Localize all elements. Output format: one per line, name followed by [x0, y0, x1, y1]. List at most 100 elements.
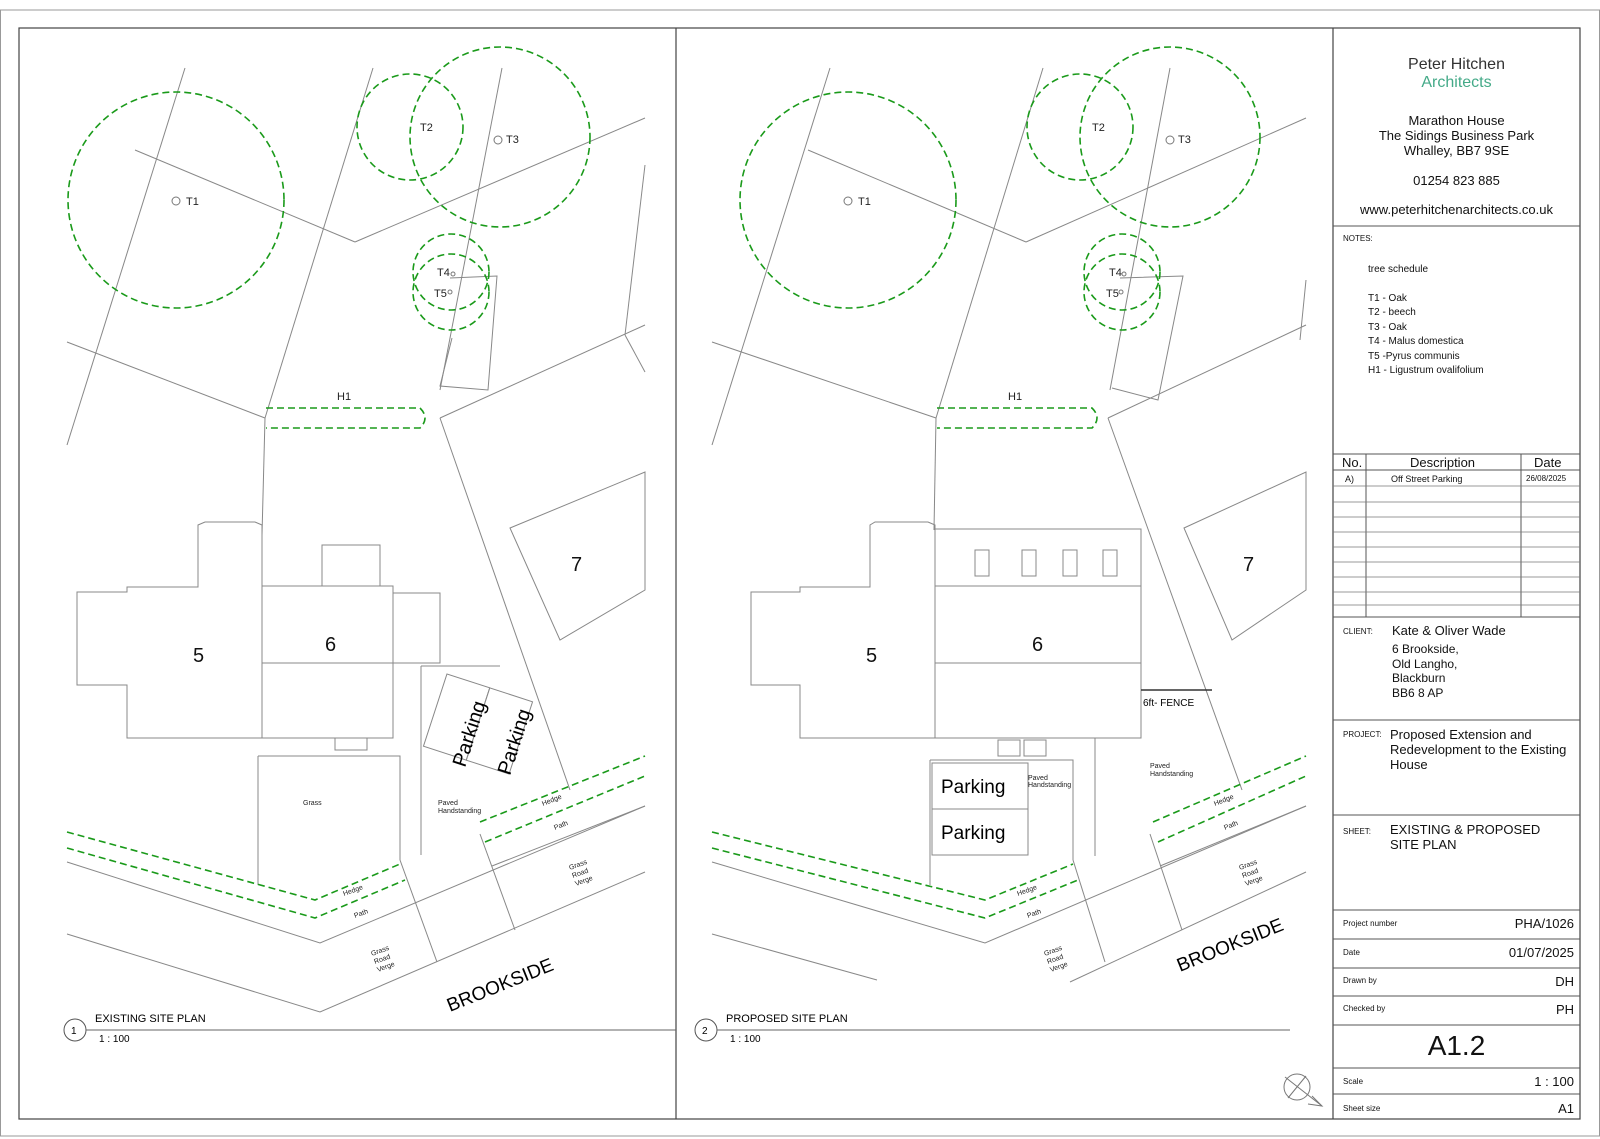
path-label: Path [553, 820, 569, 832]
tree-label-t1: T1 [858, 196, 871, 208]
plan-title: PROPOSED SITE PLAN [726, 1013, 848, 1025]
sheet-size-value: A1 [1558, 1101, 1574, 1116]
tree-label-t2: T2 [420, 122, 433, 134]
fence-label: 6ft- FENCE [1143, 698, 1194, 709]
tree-schedule-item: H1 - Ligustrum ovalifolium [1368, 365, 1484, 376]
project-label: PROJECT: [1343, 730, 1382, 739]
parking-bay-label: Parking [941, 777, 1005, 798]
handstanding-label: Handstanding [1028, 782, 1071, 789]
grass-label: Grass [303, 800, 322, 807]
title-block: Peter Hitchen Architects Marathon House … [1333, 28, 1580, 1119]
checked-by-value: PH [1555, 1002, 1574, 1017]
north-arrow-icon [1283, 1073, 1324, 1107]
plan-scale: 1 : 100 [99, 1034, 130, 1045]
proposed-hedges [711, 46, 1307, 919]
sheet-frame [18, 27, 1581, 1120]
house-number-7: 7 [571, 554, 582, 576]
project-number-value: PHA/1026 [1514, 916, 1574, 931]
plan-title: EXISTING SITE PLAN [95, 1013, 206, 1025]
client-address-line: Old Langho, [1392, 657, 1458, 671]
project-line: Redevelopment to the Existing [1390, 742, 1567, 757]
phone-number: 01254 823 885 [1413, 173, 1500, 188]
tree-label-t3: T3 [506, 134, 519, 146]
house-number-5: 5 [193, 645, 204, 667]
house-number-6: 6 [325, 634, 336, 656]
house-number-6: 6 [1032, 634, 1043, 656]
existing-hedges [66, 46, 646, 919]
path-label: Path [353, 908, 369, 920]
house-number-5: 5 [866, 645, 877, 667]
parking-bay-label: Parking [941, 823, 1005, 844]
revision-header-no: No. [1342, 455, 1363, 470]
drawn-by-label: Drawn by [1343, 976, 1377, 985]
tree-schedule-item: T3 - Oak [1368, 322, 1407, 333]
handstanding-label: Handstanding [1150, 771, 1193, 778]
sheet-title-line: SITE PLAN [1390, 837, 1457, 852]
client-address-line: BB6 8 AP [1392, 686, 1444, 700]
logo-name: Peter Hitchen [1408, 56, 1505, 73]
existing-site-plan [66, 67, 646, 1013]
path-label: Path [1026, 908, 1042, 920]
tree-label-t4: T4 [1109, 267, 1122, 279]
proposed-site-plan [711, 67, 1307, 983]
date-value: 01/07/2025 [1508, 945, 1574, 960]
tree-schedule-item: T2 - beech [1368, 307, 1416, 318]
hedge-label: Hedge [1213, 794, 1235, 808]
checked-by-label: Checked by [1343, 1004, 1386, 1013]
date-label: Date [1343, 948, 1360, 957]
tree-schedule-item: T5 -Pyrus communis [1368, 351, 1460, 362]
revision-no: A) [1345, 474, 1354, 484]
notes-heading: tree schedule [1368, 264, 1429, 275]
scale-value: 1 : 100 [1534, 1074, 1574, 1089]
revision-header-date: Date [1534, 455, 1562, 470]
revision-date: 26/08/2025 [1526, 474, 1567, 483]
address-line: Whalley, BB7 9SE [1403, 143, 1510, 158]
notes-label: NOTES: [1343, 234, 1373, 243]
tree-label-t4: T4 [437, 267, 450, 279]
paved-label: Paved [1150, 763, 1170, 770]
revision-description: Off Street Parking [1391, 474, 1463, 484]
logo-subtitle: Architects [1421, 74, 1492, 91]
street-name: BROOKSIDE [444, 955, 557, 1017]
plan-scale: 1 : 100 [730, 1034, 761, 1045]
plan-number: 2 [702, 1026, 708, 1037]
path-label: Path [1223, 820, 1239, 832]
project-number-label: Project number [1343, 919, 1398, 928]
tree-label-t1: T1 [186, 196, 199, 208]
revision-rows [1333, 485, 1580, 606]
plan-number: 1 [71, 1026, 77, 1037]
revision-header-description: Description [1410, 455, 1476, 470]
tree-label-t3: T3 [1178, 134, 1191, 146]
sheet-size-label: Sheet size [1343, 1104, 1381, 1113]
scale-label: Scale [1343, 1077, 1364, 1086]
tree-label-t5: T5 [434, 288, 447, 300]
project-line: House [1390, 757, 1428, 772]
hedge-label: Hedge [1016, 884, 1038, 898]
tree-schedule-item: T4 - Malus domestica [1368, 336, 1464, 347]
paved-label: Paved [438, 800, 458, 807]
hedge-label-h1: H1 [337, 391, 351, 403]
drawing-number: A1.2 [1427, 1030, 1486, 1061]
client-label: CLIENT: [1343, 627, 1373, 636]
sheet-title-line: EXISTING & PROPOSED [1390, 822, 1541, 837]
client-name: Kate & Oliver Wade [1392, 623, 1506, 638]
tree-markers [171, 135, 1175, 295]
project-line: Proposed Extension and [1390, 727, 1532, 742]
parking-bay-label: Parking [449, 698, 491, 769]
tree-label-t2: T2 [1092, 122, 1105, 134]
tree-label-t5: T5 [1106, 288, 1119, 300]
sheet-label: SHEET: [1343, 827, 1372, 836]
address-line: Marathon House [1408, 113, 1505, 128]
client-address-line: 6 Brookside, [1392, 642, 1459, 656]
house-number-7: 7 [1243, 554, 1254, 576]
hedge-label-h1: H1 [1008, 391, 1022, 403]
website-link[interactable]: www.peterhitchenarchitects.co.uk [1360, 202, 1553, 217]
parking-bay-label: Parking [494, 706, 536, 777]
handstanding-label: Handstanding [438, 808, 481, 815]
tree-schedule-item: T1 - Oak [1368, 293, 1407, 304]
title-block-grid [1333, 225, 1580, 1095]
address-line: The Sidings Business Park [1378, 128, 1535, 143]
street-name: BROOKSIDE [1174, 915, 1287, 977]
paved-label: Paved [1028, 775, 1048, 782]
